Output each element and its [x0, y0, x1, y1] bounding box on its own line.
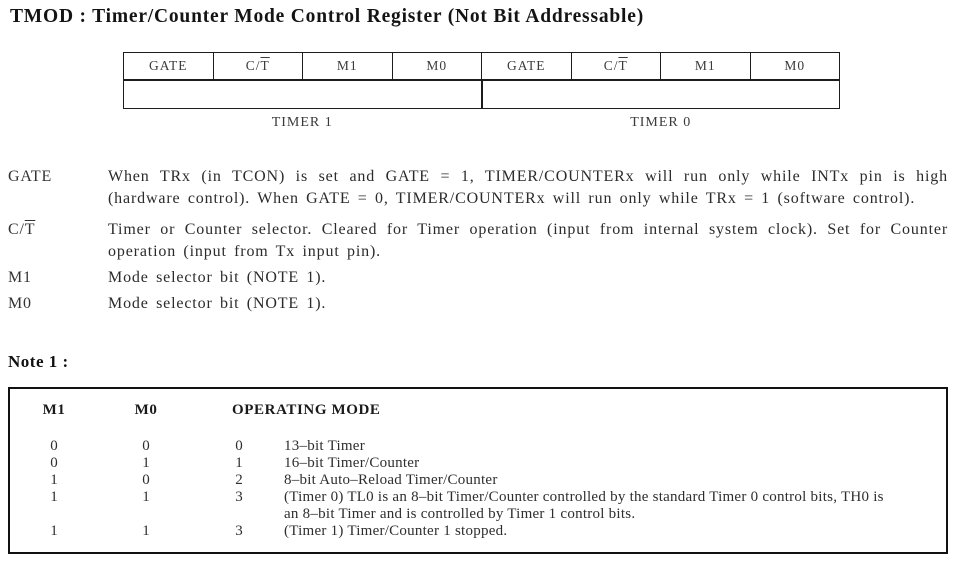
cell-m1: 1: [50, 523, 58, 539]
register-bit-cell: M1: [661, 53, 751, 79]
definition-description: Mode selector bit (NOTE 1).: [108, 269, 327, 286]
cell-description: (Timer 1) Timer/Counter 1 stopped.: [284, 523, 508, 539]
definition-term: GATE: [8, 166, 108, 210]
term-text: M1: [8, 269, 32, 286]
note-table-header: M1 M0 OPERATING MODE: [10, 389, 946, 419]
note-table-row: 0 0 0 13–bit Timer: [10, 438, 946, 455]
cell-m1: 1: [50, 472, 58, 488]
definition-row: M1 Mode selector bit (NOTE 1).: [8, 267, 948, 289]
definition-row: GATE When TRx (in TCON) is set and GATE =…: [8, 166, 948, 210]
term-text: C/: [8, 221, 25, 238]
register-bit-cell: GATE: [124, 53, 214, 79]
cell-m0: 1: [142, 489, 150, 505]
register-diagram: GATE C/T M1 M0 GATE C/T M1 M0 TIMER 1 TIMER 0: [123, 52, 840, 131]
definition-description: When TRx (in TCON) is set and GATE = 1, …: [108, 168, 948, 207]
term-text: C/: [603, 58, 619, 73]
cell-description: 13–bit Timer: [284, 438, 365, 454]
timer0-value-cell: [483, 81, 840, 108]
register-bit-cell: GATE: [482, 53, 572, 79]
definitions-list: GATE When TRx (in TCON) is set and GATE =…: [8, 166, 948, 319]
register-bit-cell: M1: [303, 53, 393, 79]
term-text: M1: [694, 58, 716, 73]
term-text: C/: [245, 58, 261, 73]
definition-row: M0 Mode selector bit (NOTE 1).: [8, 293, 948, 315]
term-overline: T: [24, 221, 36, 238]
cell-mode: 1: [235, 455, 243, 471]
definition-term: M1: [8, 267, 108, 289]
register-bit-cell: C/T: [214, 53, 303, 79]
timer0-label: TIMER 0: [630, 115, 692, 130]
register-bit-cell: M0: [751, 53, 840, 79]
term-text: GATE: [149, 58, 188, 73]
cell-mode: 2: [235, 472, 243, 488]
cell-m1: 0: [50, 455, 58, 471]
term-text: GATE: [8, 168, 53, 185]
note-table-row: 1 1 3 (Timer 0) TL0 is an 8–bit Timer/Count…: [10, 489, 946, 523]
register-bit-cell: C/T: [572, 53, 661, 79]
cell-m0: 1: [142, 455, 150, 471]
term-overline: T: [618, 58, 628, 73]
definition-description: Mode selector bit (NOTE 1).: [108, 295, 327, 312]
note-table-row: 1 1 3 (Timer 1) Timer/Counter 1 stopped.: [10, 523, 946, 540]
term-text: GATE: [507, 58, 546, 73]
register-bit-cell: M0: [393, 53, 482, 79]
term-overline: T: [260, 58, 270, 73]
timer-labels: TIMER 1 TIMER 0: [123, 115, 840, 131]
cell-m0: 0: [142, 472, 150, 488]
cell-description: 16–bit Timer/Counter: [284, 455, 420, 471]
page-title: TMOD : Timer/Counter Mode Control Regist…: [10, 6, 644, 27]
cell-description: 8–bit Auto–Reload Timer/Counter: [284, 472, 498, 488]
cell-m0: 1: [142, 523, 150, 539]
register-bit-row: GATE C/T M1 M0 GATE C/T M1 M0: [123, 52, 840, 80]
term-text: M0: [784, 58, 806, 73]
cell-description: (Timer 0) TL0 is an 8–bit Timer/Counter …: [284, 489, 884, 522]
timer1-value-cell: [124, 81, 483, 108]
definition-description: Timer or Counter selector. Cleared for T…: [108, 221, 948, 260]
cell-m1: 0: [50, 438, 58, 454]
cell-mode: 0: [235, 438, 243, 454]
term-text: M1: [336, 58, 358, 73]
definition-term: M0: [8, 293, 108, 315]
header-operating-mode: OPERATING MODE: [232, 402, 381, 418]
term-text: M0: [8, 295, 32, 312]
definition-term: C/T: [8, 219, 108, 263]
cell-mode: 3: [235, 489, 243, 505]
register-value-row: [123, 80, 840, 109]
term-text: M0: [426, 58, 448, 73]
cell-m1: 1: [50, 489, 58, 505]
timer1-label: TIMER 1: [271, 115, 333, 130]
note-heading: Note 1 :: [8, 352, 69, 371]
header-m1: M1: [42, 402, 66, 418]
cell-mode: 3: [235, 523, 243, 539]
header-m0: M0: [134, 402, 158, 418]
cell-m0: 0: [142, 438, 150, 454]
note-table-row: 1 0 2 8–bit Auto–Reload Timer/Counter: [10, 472, 946, 489]
note-table-row: 0 1 1 16–bit Timer/Counter: [10, 455, 946, 472]
